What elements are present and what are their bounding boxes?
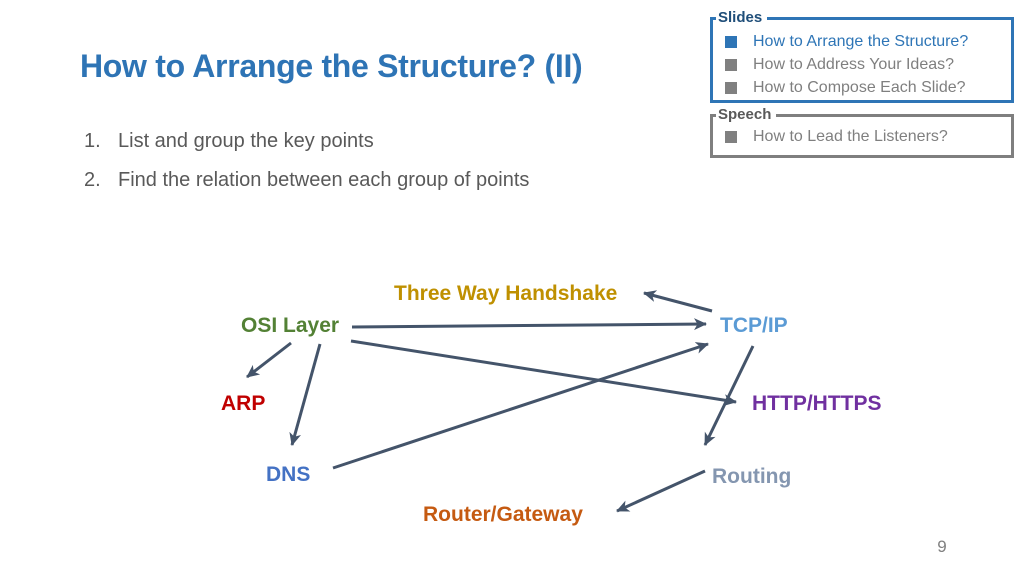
list-item-2: 2. Find the relation between each group … [84, 169, 529, 191]
speech-outline-label: Speech [716, 106, 777, 124]
list-item-number: 1. [84, 129, 101, 152]
node-router-gateway: Router/Gateway [423, 503, 583, 526]
outline-item-text: How to Address Your Ideas? [753, 55, 955, 73]
list-item-number: 2. [84, 168, 101, 191]
bullet-square-icon [725, 81, 737, 94]
slides-outline-box: Slides How to Arrange the Structure? How… [710, 9, 1014, 103]
node-tcp-ip: TCP/IP [720, 314, 788, 337]
list-item-text: List and group the key points [118, 129, 374, 152]
edge-tcp-ip-to-routing [703, 345, 755, 446]
outline-item-arrange: How to Arrange the Structure? [725, 30, 1011, 53]
slides-outline-label: Slides [716, 9, 768, 27]
outline-item-address: How to Address Your Ideas? [725, 53, 1011, 76]
bullet-square-icon [725, 35, 737, 48]
speech-outline-box: Speech How to Lead the Listeners? [710, 106, 1014, 158]
edge-osi-layer-to-arp [246, 341, 292, 379]
bullet-square-icon [725, 58, 737, 71]
node-three-way-handshake: Three Way Handshake [394, 282, 618, 305]
outline-item-compose: How to Compose Each Slide? [725, 76, 1011, 99]
edge-tcp-ip-to-three-way-handshake [643, 290, 713, 313]
node-http-https: HTTP/HTTPS [752, 392, 882, 415]
node-dns: DNS [266, 463, 311, 486]
edge-dns-to-tcp-ip [332, 342, 709, 470]
list-item-text: Find the relation between each group of … [118, 168, 530, 191]
outline-item-text: How to Lead the Listeners? [753, 127, 948, 145]
list-item-1: 1. List and group the key points [84, 130, 529, 152]
node-arp: ARP [221, 392, 266, 415]
outline-item-lead: How to Lead the Listeners? [725, 125, 1011, 148]
slide-title: How to Arrange the Structure? (II) [80, 48, 583, 84]
edge-routing-to-router-gateway [616, 469, 706, 513]
node-routing: Routing [712, 465, 792, 488]
node-osi-layer: OSI Layer [241, 314, 340, 337]
edge-osi-layer-to-tcp-ip [351, 318, 707, 331]
bullet-square-icon [725, 130, 737, 143]
key-points-list: 1. List and group the key points 2. Find… [84, 130, 529, 208]
outline-item-text: How to Arrange the Structure? [753, 32, 969, 50]
outline-item-text: How to Compose Each Slide? [753, 78, 966, 96]
edge-osi-layer-to-http-https [350, 339, 737, 407]
page-number: 9 [937, 537, 947, 556]
edge-osi-layer-to-dns [289, 343, 322, 446]
